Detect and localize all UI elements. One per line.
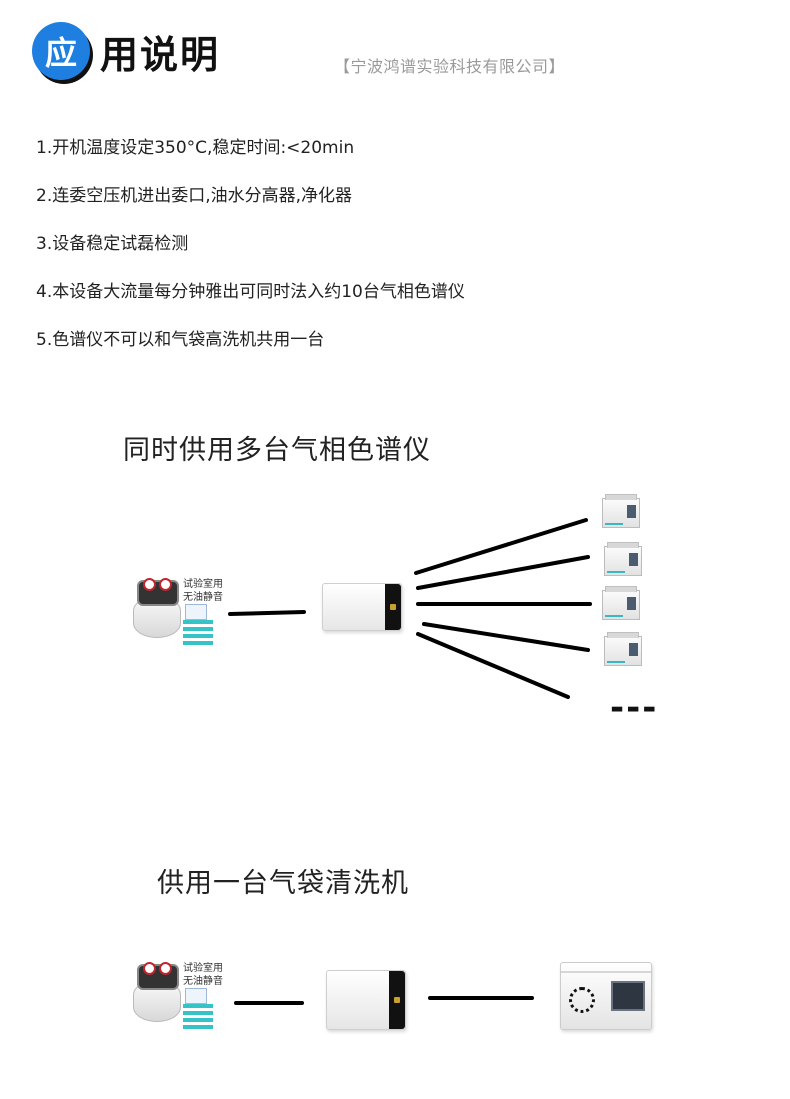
compressor-image: 试验室用 无油静音 (133, 962, 233, 1038)
purifier-image (326, 970, 406, 1030)
compressor-label-line: 无油静音 (183, 976, 223, 987)
gas-bag-washer-image (560, 962, 652, 1030)
connector-line (416, 555, 590, 590)
instruction-item: 3.设备稳定试磊检测 (36, 234, 189, 254)
connector-line (228, 610, 306, 616)
header-badge: 应 (32, 22, 90, 80)
connector-line (414, 518, 588, 575)
purifier-front-panel (385, 584, 401, 630)
diagram1-title: 同时供用多台气相色谱仪 (123, 435, 431, 466)
gauge-icon (143, 962, 156, 975)
compressor-label: 试验室用 无油静音 (183, 578, 223, 604)
product-sheet (185, 604, 207, 620)
gc-instrument-image (604, 542, 642, 576)
purifier-image (322, 583, 402, 631)
connector-line (416, 632, 570, 699)
gauge-icon (143, 578, 156, 591)
gc-instrument-image (602, 586, 640, 620)
display-screen (611, 981, 645, 1011)
fan-icon (569, 987, 595, 1013)
instruction-item: 5.色谱仪不可以和气袋高洗机共用一台 (36, 330, 325, 350)
purifier-front-panel (389, 971, 405, 1029)
instruction-item: 2.连委空压机进出委口,油水分高器,净化器 (36, 186, 353, 206)
instruction-list: 1.开机温度设定350°C,稳定时间:<20min 2.连委空压机进出委口,油水… (36, 136, 465, 376)
product-sheet (185, 988, 207, 1004)
gc-instrument-image (604, 632, 642, 666)
feature-tags (183, 1004, 213, 1032)
compressor-label-line: 试验室用 (183, 963, 223, 974)
instruction-item: 1.开机温度设定350°C,稳定时间:<20min (36, 138, 355, 158)
compressor-label-line: 试验室用 (183, 579, 223, 590)
compressor-label-line: 无油静音 (183, 592, 223, 603)
gauge-icon (159, 962, 172, 975)
gauge-icon (159, 578, 172, 591)
feature-tags (183, 620, 213, 648)
gc-instrument-image (602, 494, 640, 528)
company-name: 【宁波鸿谱实验科技有限公司】 (334, 57, 566, 76)
compressor-label: 试验室用 无油静音 (183, 962, 223, 988)
page-title: 用说明 (100, 33, 221, 77)
connector-line (422, 622, 590, 652)
instruction-item: 4.本设备大流量每分钟雅出可同时法入约10台气相色谱仪 (36, 282, 465, 302)
compressor-image: 试验室用 无油静音 (133, 578, 233, 654)
diagram2-title: 供用一台气袋清洗机 (157, 868, 409, 899)
